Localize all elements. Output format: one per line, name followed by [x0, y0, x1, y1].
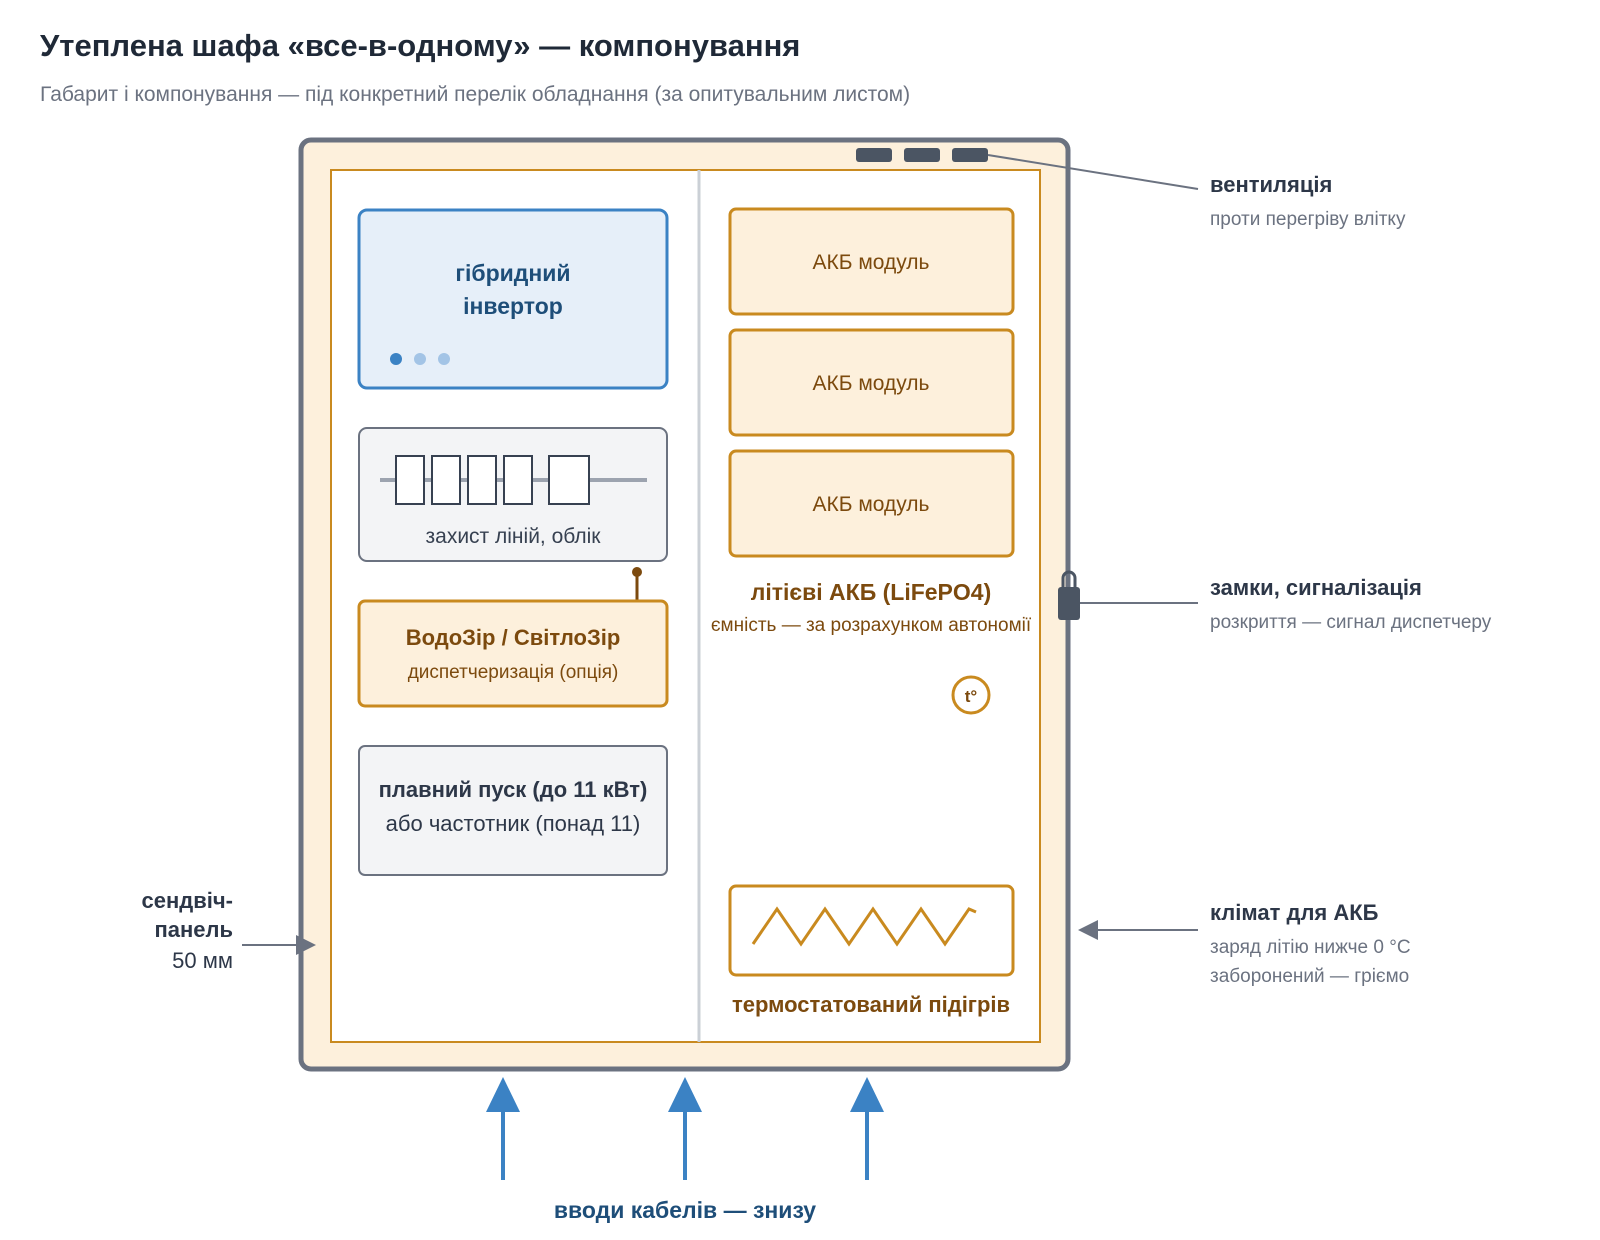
ventilation-title: вентиляція: [1210, 172, 1332, 197]
battery-module: АКБ модуль: [728, 328, 1015, 437]
battery-module-label: АКБ модуль: [813, 372, 930, 395]
heater-label: термостатований підігрів: [732, 992, 1010, 1017]
status-led-icon: [438, 353, 450, 365]
inverter-label-line2: інвертор: [463, 293, 563, 319]
sandwich-line2: панель: [154, 917, 233, 942]
protection-label: захист ліній, облік: [426, 525, 602, 548]
ventilation-text: проти перегріву влітку: [1210, 209, 1406, 230]
battery-module-label: АКБ модуль: [813, 251, 930, 274]
cable-entry-arrow-icon: [486, 1077, 520, 1180]
heater-element: [728, 884, 1015, 977]
sandwich-line1: сендвіч-: [142, 888, 233, 913]
vent-slots: [856, 148, 988, 162]
cable-entry-arrow-icon: [850, 1077, 884, 1180]
battery-module: АКБ модуль: [728, 207, 1015, 316]
battery-module-label: АКБ модуль: [813, 493, 930, 516]
cable-entry-label: вводи кабелів — знизу: [554, 1197, 816, 1223]
climate-title: клімат для АКБ: [1210, 900, 1379, 925]
dispatch-subtitle: диспетчеризація (опція): [408, 662, 619, 683]
page-subtitle: Габарит і компонування — під конкретний …: [40, 83, 911, 106]
battery-subtitle: ємність — за розрахунком автономії: [711, 615, 1032, 636]
climate-text-1: заряд літію нижче 0 °C: [1210, 937, 1411, 958]
hybrid-inverter: гібридний інвертор: [357, 208, 669, 390]
locks-text: розкриття — сигнал диспетчеру: [1210, 612, 1492, 633]
heating-coil-icon: [751, 906, 977, 947]
thermostat-symbol: t°: [965, 687, 978, 706]
softstart-line2: або частотник (понад 11): [386, 811, 641, 836]
thermostat-sensor-icon: t°: [951, 675, 991, 715]
dispatch-module: ВодоЗір / СвітлоЗір диспетчеризація (опц…: [357, 599, 669, 708]
battery-module: АКБ модуль: [728, 449, 1015, 558]
line-protection-panel: захист ліній, облік: [358, 427, 668, 562]
dispatch-title: ВодоЗір / СвітлоЗір: [406, 625, 621, 650]
locks-title: замки, сигналізація: [1210, 575, 1422, 600]
sandwich-line3: 50 мм: [172, 948, 233, 973]
antenna-icon: [632, 567, 642, 601]
padlock-icon: [1058, 570, 1080, 620]
soft-starter-panel: плавний пуск (до 11 кВт) або частотник (…: [358, 745, 668, 876]
inverter-label-line1: гібридний: [455, 260, 570, 286]
climate-text-2: заборонений — гріємо: [1210, 966, 1409, 987]
cable-entry-arrow-icon: [668, 1077, 702, 1180]
battery-title: літієві АКБ (LiFePO4): [751, 579, 991, 605]
softstart-line1: плавний пуск (до 11 кВт): [379, 777, 648, 802]
status-led-icon: [390, 353, 402, 365]
status-led-icon: [414, 353, 426, 365]
page-title: Утеплена шафа «все-в-одному» — компонува…: [40, 28, 801, 63]
circuit-breaker-icon: [395, 455, 590, 505]
ventilation-leader: [987, 154, 1199, 190]
